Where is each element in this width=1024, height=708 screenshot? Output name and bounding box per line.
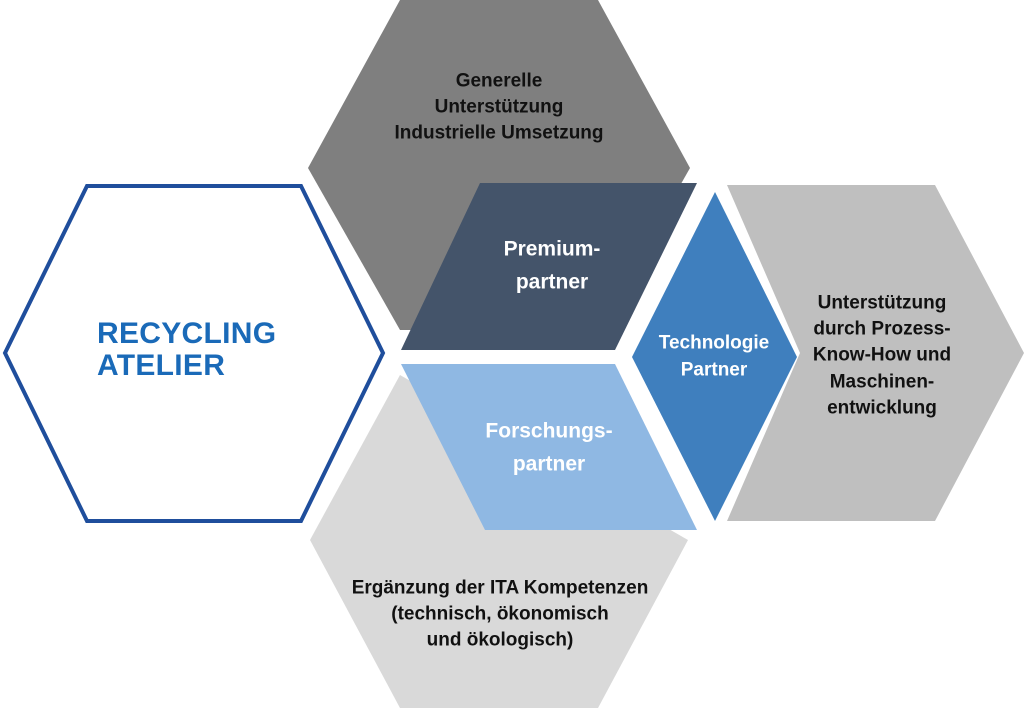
- technology-partner-shape: [632, 192, 797, 521]
- premium-partner-label: Premium- partner: [503, 237, 601, 293]
- logo-line-1: RECYCLING: [97, 317, 277, 350]
- bottom-node-label: Ergänzung der ITA Kompetenzen (technisch…: [351, 577, 649, 652]
- hexagon-logo: [2, 184, 386, 523]
- right-node-label: Unterstützung durch Prozess- Know-How un…: [812, 292, 952, 419]
- premium-partner-shape: [401, 183, 697, 350]
- top-node-label: Generelle Unterstützung Industrielle Ums…: [394, 70, 604, 145]
- hexagon-bottom: [310, 375, 688, 708]
- technology-partner-label: Technologie Partner: [658, 332, 770, 380]
- hexagon-right: [727, 185, 1024, 521]
- research-partner-label: Forschungs- partner: [485, 419, 613, 475]
- logo-line-2: ATELIER: [97, 349, 226, 383]
- recycling-atelier-logo: RECYCLING ATELIER: [97, 317, 277, 383]
- research-partner-shape: [401, 364, 697, 530]
